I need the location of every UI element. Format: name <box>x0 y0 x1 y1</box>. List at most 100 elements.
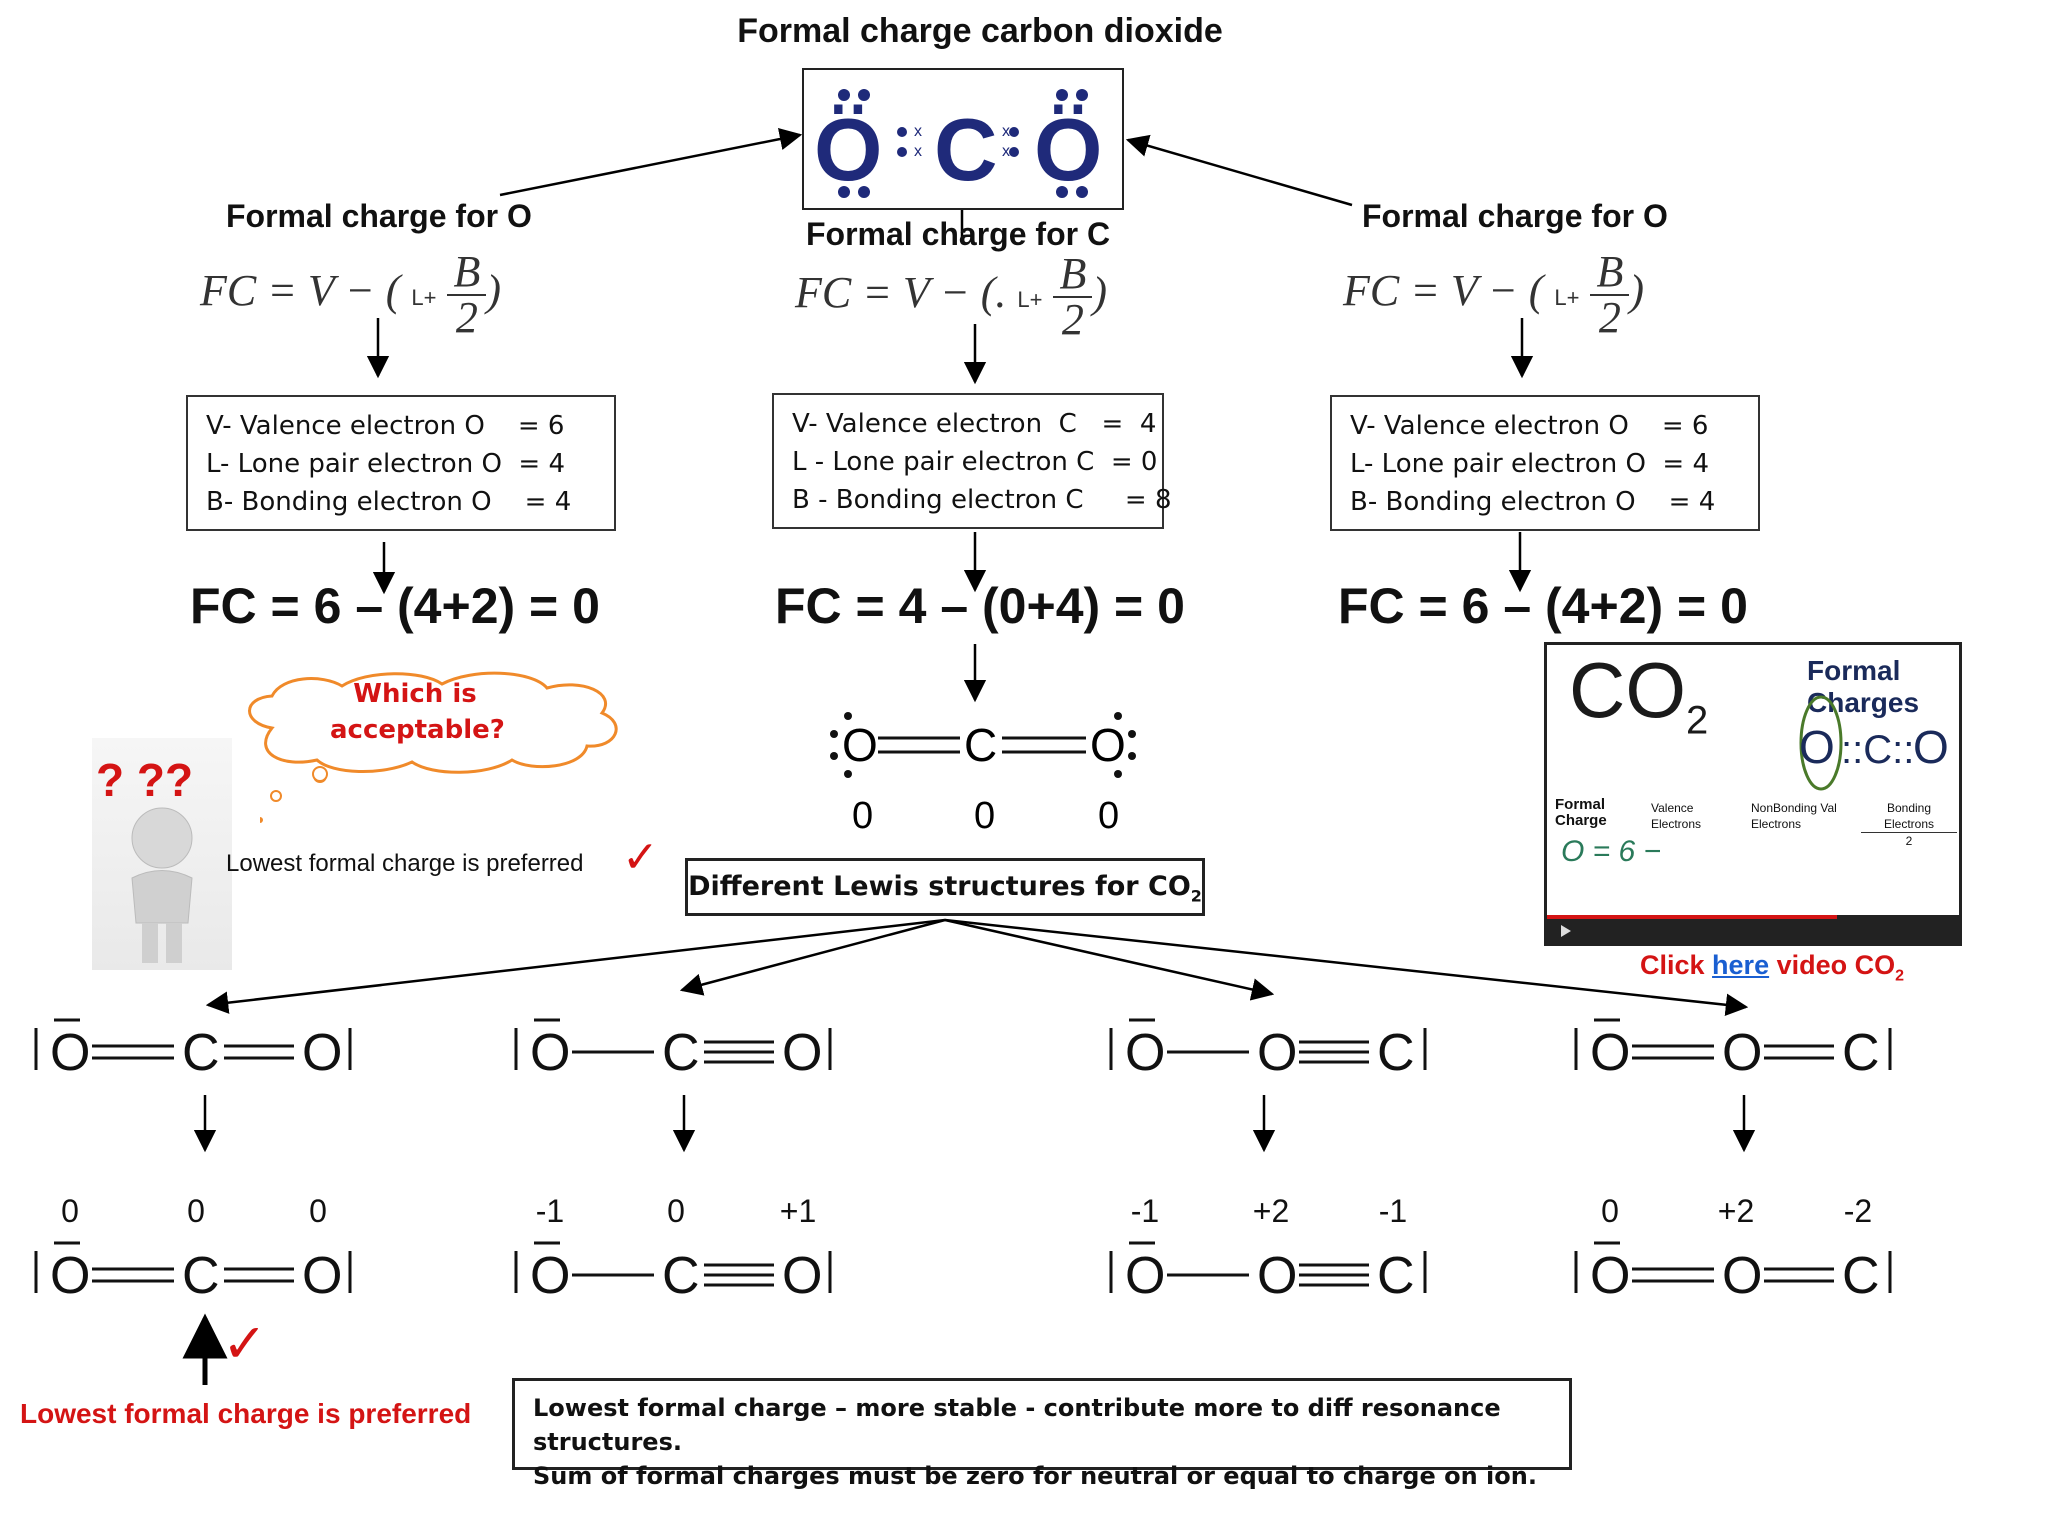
video-progress[interactable] <box>1547 915 1837 919</box>
video-eq-t2: NonBonding Val Electrons <box>1751 801 1837 831</box>
video-lewis: O ::C:: O <box>1799 695 1949 791</box>
center-lewis-structure: O C O 0 0 0 <box>830 712 1136 837</box>
variant-1-atom: O <box>50 1024 90 1082</box>
atom: O <box>842 719 878 771</box>
different-structures-label: Different Lewis structures for CO2 <box>685 858 1205 916</box>
variant-3-charge: -1 <box>1131 1193 1159 1229</box>
click-video-caption: Click here video CO2 <box>1640 950 1905 985</box>
heading-fc-o-right: Formal charge for O <box>1362 198 1668 234</box>
variant-3-charged-atom: O <box>1125 1247 1165 1305</box>
video-heading: Formal Charges <box>1807 655 1920 718</box>
arrow-split-3 <box>944 918 1275 1001</box>
variant-3-atom: O <box>1257 1024 1297 1082</box>
variant-3-charged-atom: O <box>1257 1247 1297 1305</box>
arrow-left-o-to-structure <box>499 127 803 197</box>
video-link[interactable]: here <box>1712 950 1770 980</box>
arrow-split-2 <box>679 918 946 996</box>
svg-text:::C::: ::C:: <box>1841 728 1914 772</box>
variant-2-charged-atom: O <box>782 1247 822 1305</box>
variant-2-charge: -1 <box>536 1193 564 1229</box>
variant-4-charged-atom: O <box>1722 1247 1762 1305</box>
thought-dots <box>260 766 328 823</box>
svg-text:x: x <box>914 123 922 140</box>
thought-bubble-text: Which is acceptable? <box>330 679 505 745</box>
preferred-label: Lowest formal charge is preferred <box>20 1398 472 1429</box>
heading-fc-o-left: Formal charge for O <box>226 198 532 234</box>
result-o-left: FC = 6 – (4+2) = 0 <box>190 578 600 634</box>
thinking-person-icon: ? ?? <box>96 754 193 963</box>
variant-1-charge: 0 <box>309 1193 327 1229</box>
values-box-o-right: V- Valence electron O = 6 L- Lone pair e… <box>1330 395 1760 531</box>
variant-2-charged-atom: C <box>662 1247 700 1305</box>
variant-2-charged-atom: O <box>530 1247 570 1305</box>
atom-o-right: Ö <box>1034 100 1102 199</box>
co2-lewis-structure: Ö C Ö xx xx <box>814 89 1102 199</box>
check-icon-preferred: ✓ <box>222 1314 268 1374</box>
svg-text:O: O <box>1799 721 1835 773</box>
lowest-note: Lowest formal charge is preferred <box>226 850 584 877</box>
variant-4-charged-atom: C <box>1842 1247 1880 1305</box>
variant-2-atom: O <box>530 1024 570 1082</box>
variant-1-charged-atom: O <box>302 1247 342 1305</box>
svg-text:? ??: ? ?? <box>96 754 193 806</box>
atom: C <box>964 719 997 771</box>
arrow-split-4 <box>944 918 1749 1016</box>
video-control-bar[interactable] <box>1547 915 1959 943</box>
variant-4-atom: O <box>1590 1024 1630 1082</box>
variant-1-atom: C <box>182 1024 220 1082</box>
charge: 0 <box>974 795 995 837</box>
variant-1-charged-atom: O <box>50 1247 90 1305</box>
variant-1-charged-atom: C <box>182 1247 220 1305</box>
atom-c: C <box>934 100 998 199</box>
video-eq-t1: Valence Electrons <box>1651 801 1702 831</box>
svg-text:x: x <box>1002 143 1010 160</box>
values-box-c: V- Valence electron C = 4 L - Lone pair … <box>772 393 1172 529</box>
svg-text:O: O <box>1913 721 1949 773</box>
bottom-note: Lowest formal charge – more stable - con… <box>512 1378 1572 1490</box>
page-title: Formal charge carbon dioxide <box>737 12 1223 50</box>
charge: 0 <box>852 795 873 837</box>
svg-text:x: x <box>1002 123 1010 140</box>
svg-text:x: x <box>914 143 922 160</box>
variant-2-charge: +1 <box>780 1193 816 1229</box>
variant-4-charge: 0 <box>1601 1193 1619 1229</box>
variant-3-charge: -1 <box>1379 1193 1407 1229</box>
video-thumbnail[interactable]: CO2 Formal Charges O ::C:: O Formal Char… <box>1544 642 1962 946</box>
variant-4-charge: +2 <box>1718 1193 1754 1229</box>
atom: O <box>1090 719 1126 771</box>
variant-2-atom: O <box>782 1024 822 1082</box>
video-eq-lhs: Formal Charge <box>1555 796 1607 829</box>
variant-3-charged-atom: C <box>1377 1247 1415 1305</box>
atom-o-left: Ö <box>814 100 882 199</box>
variant-1-charge: 0 <box>187 1193 205 1229</box>
video-co2: CO2 <box>1569 646 1709 743</box>
values-box-o-left: V- Valence electron O = 6 L- Lone pair e… <box>186 395 616 531</box>
charge: 0 <box>1098 795 1119 837</box>
variant-3-atom: O <box>1125 1024 1165 1082</box>
result-o-right: FC = 6 – (4+2) = 0 <box>1338 578 1748 634</box>
variant-4-atom: O <box>1722 1024 1762 1082</box>
heading-fc-c: Formal charge for C <box>806 216 1111 252</box>
variant-4-atom: C <box>1842 1024 1880 1082</box>
result-c: FC = 4 – (0+4) = 0 <box>775 578 1185 634</box>
variant-1-atom: O <box>302 1024 342 1082</box>
variant-4-charge: -2 <box>1844 1193 1872 1229</box>
thinker-figure: ? ?? <box>92 738 232 970</box>
variant-3-charge: +2 <box>1253 1193 1289 1229</box>
variant-3-atom: C <box>1377 1024 1415 1082</box>
variant-2-atom: C <box>662 1024 700 1082</box>
play-icon[interactable] <box>1551 917 1591 945</box>
check-icon: ✓ <box>622 833 659 882</box>
variant-4-charged-atom: O <box>1590 1247 1630 1305</box>
variant-1-charge: 0 <box>61 1193 79 1229</box>
arrow-right-o-to-structure <box>1125 134 1353 207</box>
variant-2-charge: 0 <box>667 1193 685 1229</box>
arrow-split-1 <box>205 918 946 1014</box>
